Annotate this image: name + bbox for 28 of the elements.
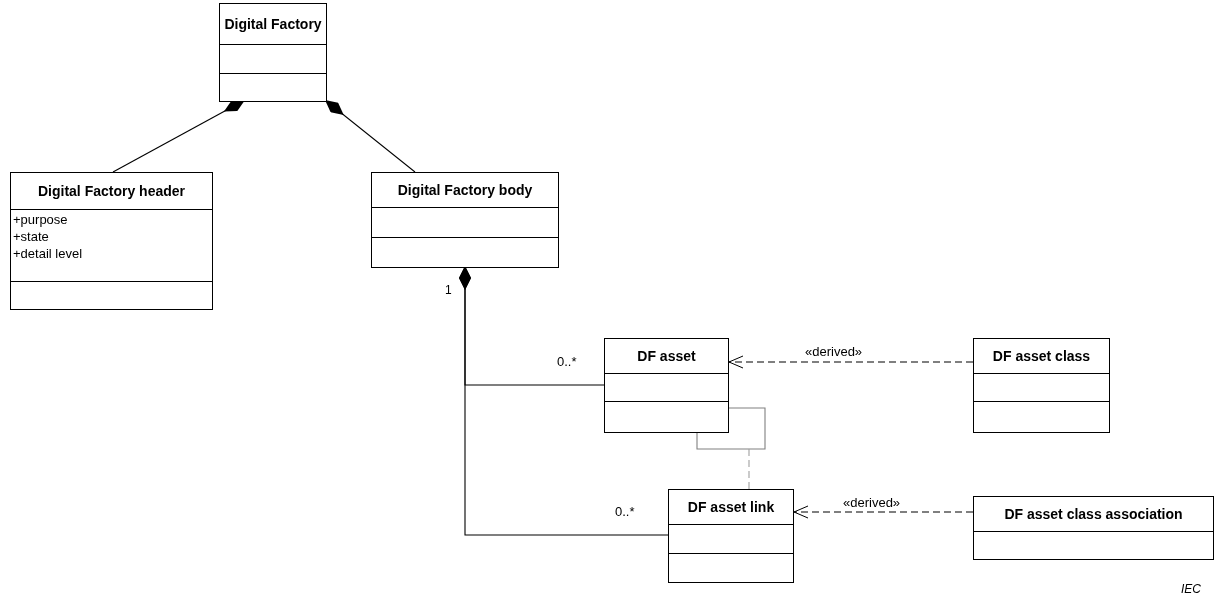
multiplicity-label: 0..* xyxy=(614,505,636,519)
composition-connector xyxy=(324,99,416,173)
association-line xyxy=(696,407,766,450)
attribute-text: +state xyxy=(13,228,49,245)
dependency-arrow xyxy=(728,355,974,369)
uml-class-box xyxy=(973,338,1110,433)
class-name: DF asset link xyxy=(687,499,775,515)
class-name: Digital Factory body xyxy=(397,182,533,198)
class-name: Digital Factory header xyxy=(37,183,185,199)
association-line xyxy=(748,448,750,490)
class-name: DF asset xyxy=(637,348,696,364)
uml-class-box xyxy=(604,338,729,433)
uml-class-box xyxy=(10,172,213,310)
attribute-text: +detail level xyxy=(13,245,83,262)
uml-class-box xyxy=(668,489,794,583)
stereotype-label: «derived» xyxy=(804,345,864,359)
uml-class-box xyxy=(371,172,559,268)
source-note: IEC xyxy=(1180,582,1202,596)
class-name: DF asset class association xyxy=(1004,506,1183,522)
class-name: Digital Factory xyxy=(224,16,322,32)
multiplicity-label: 0..* xyxy=(556,355,578,369)
dependency-arrow xyxy=(793,505,974,519)
uml-class-box xyxy=(219,3,327,102)
attribute-text: +purpose xyxy=(13,211,68,228)
stereotype-label: «derived» xyxy=(842,496,902,510)
class-name: DF asset class xyxy=(992,348,1091,364)
multiplicity-label: 1 xyxy=(444,283,453,297)
uml-class-box xyxy=(973,496,1214,560)
